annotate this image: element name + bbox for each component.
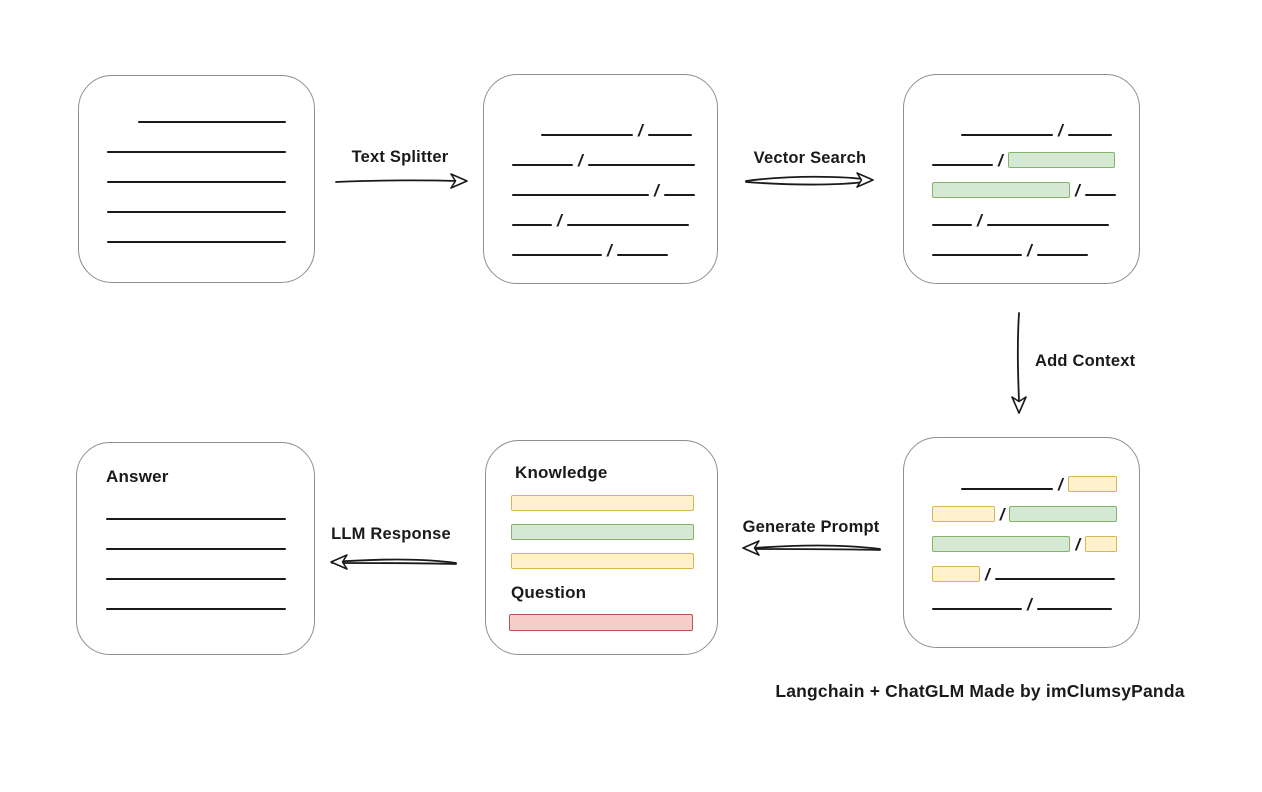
chunk-row: /: [932, 205, 1117, 235]
text-line: [138, 121, 286, 123]
slash-separator: /: [999, 505, 1005, 524]
add-context-arrow: [1011, 312, 1027, 414]
chunk-row: /: [932, 499, 1117, 529]
text-splitter-arrow: [335, 173, 468, 189]
chunk-row: /: [932, 145, 1117, 175]
text-line-segment: [566, 224, 689, 226]
answer-title: Answer: [106, 467, 169, 486]
generate-prompt-label: Generate Prompt: [742, 518, 880, 536]
yellow-knowledge-bar: [511, 553, 694, 569]
text-line-segment: [663, 194, 695, 196]
vector-search-label: Vector Search: [753, 149, 867, 167]
source-document-box: [78, 75, 315, 283]
chunk-row: /: [932, 529, 1117, 559]
slash-separator: /: [998, 151, 1003, 170]
text-line-segment: [932, 224, 972, 226]
green-highlight-bar: [1009, 506, 1117, 522]
question-bar: [509, 614, 693, 631]
green-highlight-bar: [932, 536, 1071, 552]
text-line-segment: [932, 254, 1022, 256]
text-line: [106, 608, 286, 610]
answer-box: Answer: [76, 442, 315, 655]
text-line: [106, 548, 286, 550]
slash-separator: /: [557, 211, 562, 230]
text-line: [106, 578, 286, 580]
knowledge-bars: [511, 495, 694, 582]
text-line-segment: [616, 254, 668, 256]
llm-response-arrow: [330, 554, 457, 570]
text-line-segment: [994, 578, 1115, 580]
yellow-highlight-bar: [1085, 536, 1117, 552]
credit-text: Langchain + ChatGLM Made by imClumsyPand…: [775, 681, 1185, 701]
text-line: [107, 241, 286, 243]
yellow-highlight-bar: [1067, 476, 1117, 492]
chunk-row: /: [961, 469, 1117, 499]
text-line-segment: [961, 134, 1053, 136]
chunk-row: /: [932, 175, 1117, 205]
chunk-row: /: [512, 145, 695, 175]
chunk-row: /: [932, 235, 1117, 265]
yellow-highlight-bar: [932, 566, 980, 582]
slash-separator: /: [638, 121, 643, 140]
text-line-segment: [986, 224, 1109, 226]
text-line: [106, 518, 286, 520]
green-highlight-bar: [1007, 152, 1115, 168]
text-line-segment: [1036, 254, 1088, 256]
text-line-segment: [932, 164, 993, 166]
text-splitter-label: Text Splitter: [351, 148, 449, 166]
chunk-rows: / / / / /: [512, 115, 695, 265]
text-line: [107, 211, 286, 213]
slash-separator: /: [654, 181, 659, 200]
text-line-segment: [932, 608, 1022, 610]
slash-separator: /: [985, 565, 990, 584]
text-line-segment: [1067, 134, 1112, 136]
slash-separator: /: [1027, 595, 1032, 614]
slash-separator: /: [607, 241, 612, 260]
generate-prompt-arrow: [742, 540, 881, 556]
text-line-segment: [512, 224, 552, 226]
context-chunks-box: / / / / /: [903, 437, 1140, 648]
split-chunks-box: / / / / /: [483, 74, 718, 284]
llm-response-label: LLM Response: [331, 525, 451, 543]
chunk-rows: / / / / /: [932, 469, 1117, 619]
text-line-segment: [587, 164, 695, 166]
answer-text-lines: [106, 518, 286, 638]
knowledge-title: Knowledge: [515, 463, 608, 482]
green-knowledge-bar: [511, 524, 694, 540]
chunk-row: /: [961, 115, 1117, 145]
vector-search-result-box: / / / / /: [903, 74, 1140, 284]
slash-separator: /: [977, 211, 982, 230]
add-context-label: Add Context: [1035, 352, 1136, 370]
yellow-knowledge-bar: [511, 495, 694, 511]
chunk-row: /: [512, 205, 695, 235]
text-line-segment: [647, 134, 692, 136]
prompt-box: Knowledge Question: [485, 440, 718, 655]
text-line: [107, 151, 286, 153]
text-line-segment: [1036, 608, 1112, 610]
chunk-row: /: [932, 559, 1117, 589]
text-line-segment: [541, 134, 633, 136]
text-line-segment: [512, 194, 649, 196]
text-line-segment: [512, 254, 602, 256]
text-line-segment: [512, 164, 573, 166]
chunk-row: /: [512, 235, 695, 265]
text-line-segment: [1084, 194, 1116, 196]
slash-separator: /: [1075, 181, 1080, 200]
slash-separator: /: [1058, 475, 1063, 494]
yellow-highlight-bar: [932, 506, 995, 522]
chunk-row: /: [512, 175, 695, 205]
chunk-row: /: [541, 115, 695, 145]
slash-separator: /: [1058, 121, 1063, 140]
slash-separator: /: [1027, 241, 1032, 260]
document-text-lines: [107, 121, 286, 271]
question-title: Question: [511, 583, 587, 602]
green-highlight-bar: [932, 182, 1070, 198]
slash-separator: /: [1075, 535, 1081, 554]
chunk-rows: / / / / /: [932, 115, 1117, 265]
text-line: [107, 181, 286, 183]
text-line-segment: [961, 488, 1053, 490]
chunk-row: /: [932, 589, 1117, 619]
vector-search-arrow: [745, 172, 874, 188]
slash-separator: /: [578, 151, 583, 170]
